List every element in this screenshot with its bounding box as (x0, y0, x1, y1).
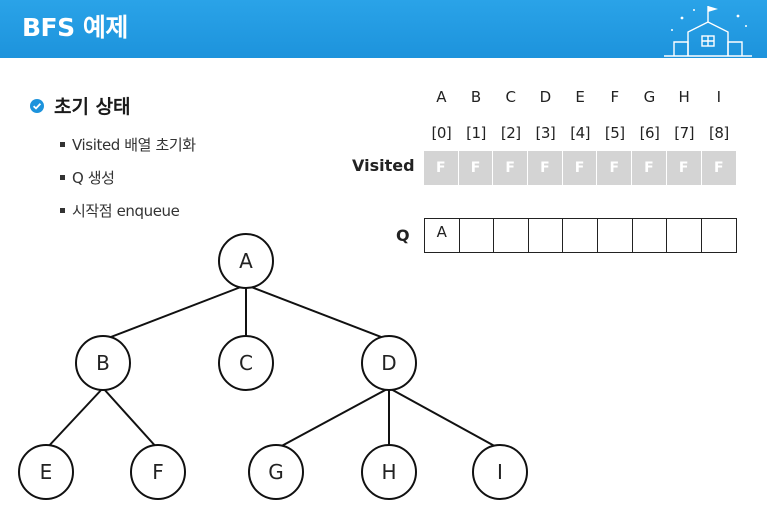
tree-node-f (130, 444, 186, 500)
section-heading: 초기 상태 (30, 92, 131, 119)
vertex-letter: G (643, 88, 656, 106)
tree-edge (245, 284, 390, 341)
list-item-text: Visited 배열 초기화 (72, 136, 196, 154)
queue-cell: A (425, 219, 460, 252)
tree-node-label: C (239, 351, 253, 375)
page-title: BFS 예제 (22, 13, 128, 42)
visited-cell: F (666, 151, 702, 185)
tree-edge (102, 284, 247, 341)
visited-cell: F (493, 151, 529, 185)
queue-cell (494, 219, 529, 252)
tree-node-label: I (497, 460, 503, 484)
tree-edge (45, 387, 104, 450)
bullet-icon (60, 175, 65, 180)
vertex-letter: F (610, 88, 620, 106)
tree-node-label: F (152, 460, 164, 484)
vertex-letter-row: A B C D E F G H I (424, 88, 736, 106)
visited-cell: F (458, 151, 494, 185)
visited-array: F F F F F F F F F (424, 151, 737, 185)
vertex-letter: H (678, 88, 690, 106)
vertex-letter: E (575, 88, 585, 106)
array-index: [8] (708, 124, 729, 142)
visited-cell: F (701, 151, 737, 185)
queue-cell (598, 219, 633, 252)
queue-cell (529, 219, 564, 252)
tree-node-e (18, 444, 74, 500)
tree-node-c (218, 335, 274, 391)
array-index: [1] (466, 124, 486, 142)
queue-cell (667, 219, 702, 252)
header-bar: BFS 예제 (0, 0, 767, 58)
tree-node-i (472, 444, 528, 500)
visited-label: Visited (352, 156, 415, 175)
tree-edge (388, 387, 501, 450)
tree-node-h (361, 444, 417, 500)
queue-cell (460, 219, 495, 252)
array-index: [3] (535, 124, 556, 142)
array-index: [0] (431, 124, 452, 142)
array-index: [4] (570, 124, 590, 142)
check-circle-icon (30, 98, 44, 113)
list-item-text: Q 생성 (72, 169, 115, 187)
visited-cell: F (424, 151, 459, 185)
visited-cell: F (597, 151, 633, 185)
array-index: [7] (674, 124, 695, 142)
vertex-letter: A (436, 88, 447, 106)
list-item: Q 생성 (60, 161, 196, 194)
bullet-icon (60, 142, 65, 147)
tree-node-b (75, 335, 131, 391)
visited-cell: F (632, 151, 667, 185)
bullet-icon (60, 208, 65, 213)
tree-node-label: G (268, 460, 284, 484)
visited-cell: F (562, 151, 598, 185)
school-icon (664, 6, 752, 57)
list-item: 시작점 enqueue (60, 194, 196, 227)
tree-edge (275, 387, 390, 450)
section-title: 초기 상태 (54, 96, 131, 118)
list-item-text: 시작점 enqueue (72, 202, 180, 220)
tree-edge (102, 387, 159, 450)
index-row: [0] [1] [2] [3] [4] [5] [6] [7] [8] (424, 124, 736, 142)
vertex-letter: D (539, 88, 552, 106)
vertex-letter: C (505, 88, 516, 106)
tree-node-label: E (40, 460, 53, 484)
queue-cell (633, 219, 668, 252)
list-item: Visited 배열 초기화 (60, 128, 196, 161)
array-index: [5] (604, 124, 625, 142)
queue-array: A (424, 218, 738, 253)
vertex-letter: B (470, 88, 482, 106)
tree-node-label: D (381, 351, 396, 375)
array-index: [2] (500, 124, 521, 142)
bullet-list: Visited 배열 초기화 Q 생성 시작점 enqueue (60, 128, 196, 227)
tree-node-label: A (239, 249, 253, 273)
array-index: [6] (639, 124, 660, 142)
queue-cell (563, 219, 598, 252)
tree-node-d (361, 335, 417, 391)
visited-cell: F (528, 151, 563, 185)
queue-label: Q (396, 226, 410, 245)
tree-node-g (248, 444, 304, 500)
tree-node-label: B (96, 351, 110, 375)
vertex-letter: I (716, 88, 722, 106)
tree-node-label: H (381, 460, 396, 484)
tree-node-a (218, 233, 274, 289)
